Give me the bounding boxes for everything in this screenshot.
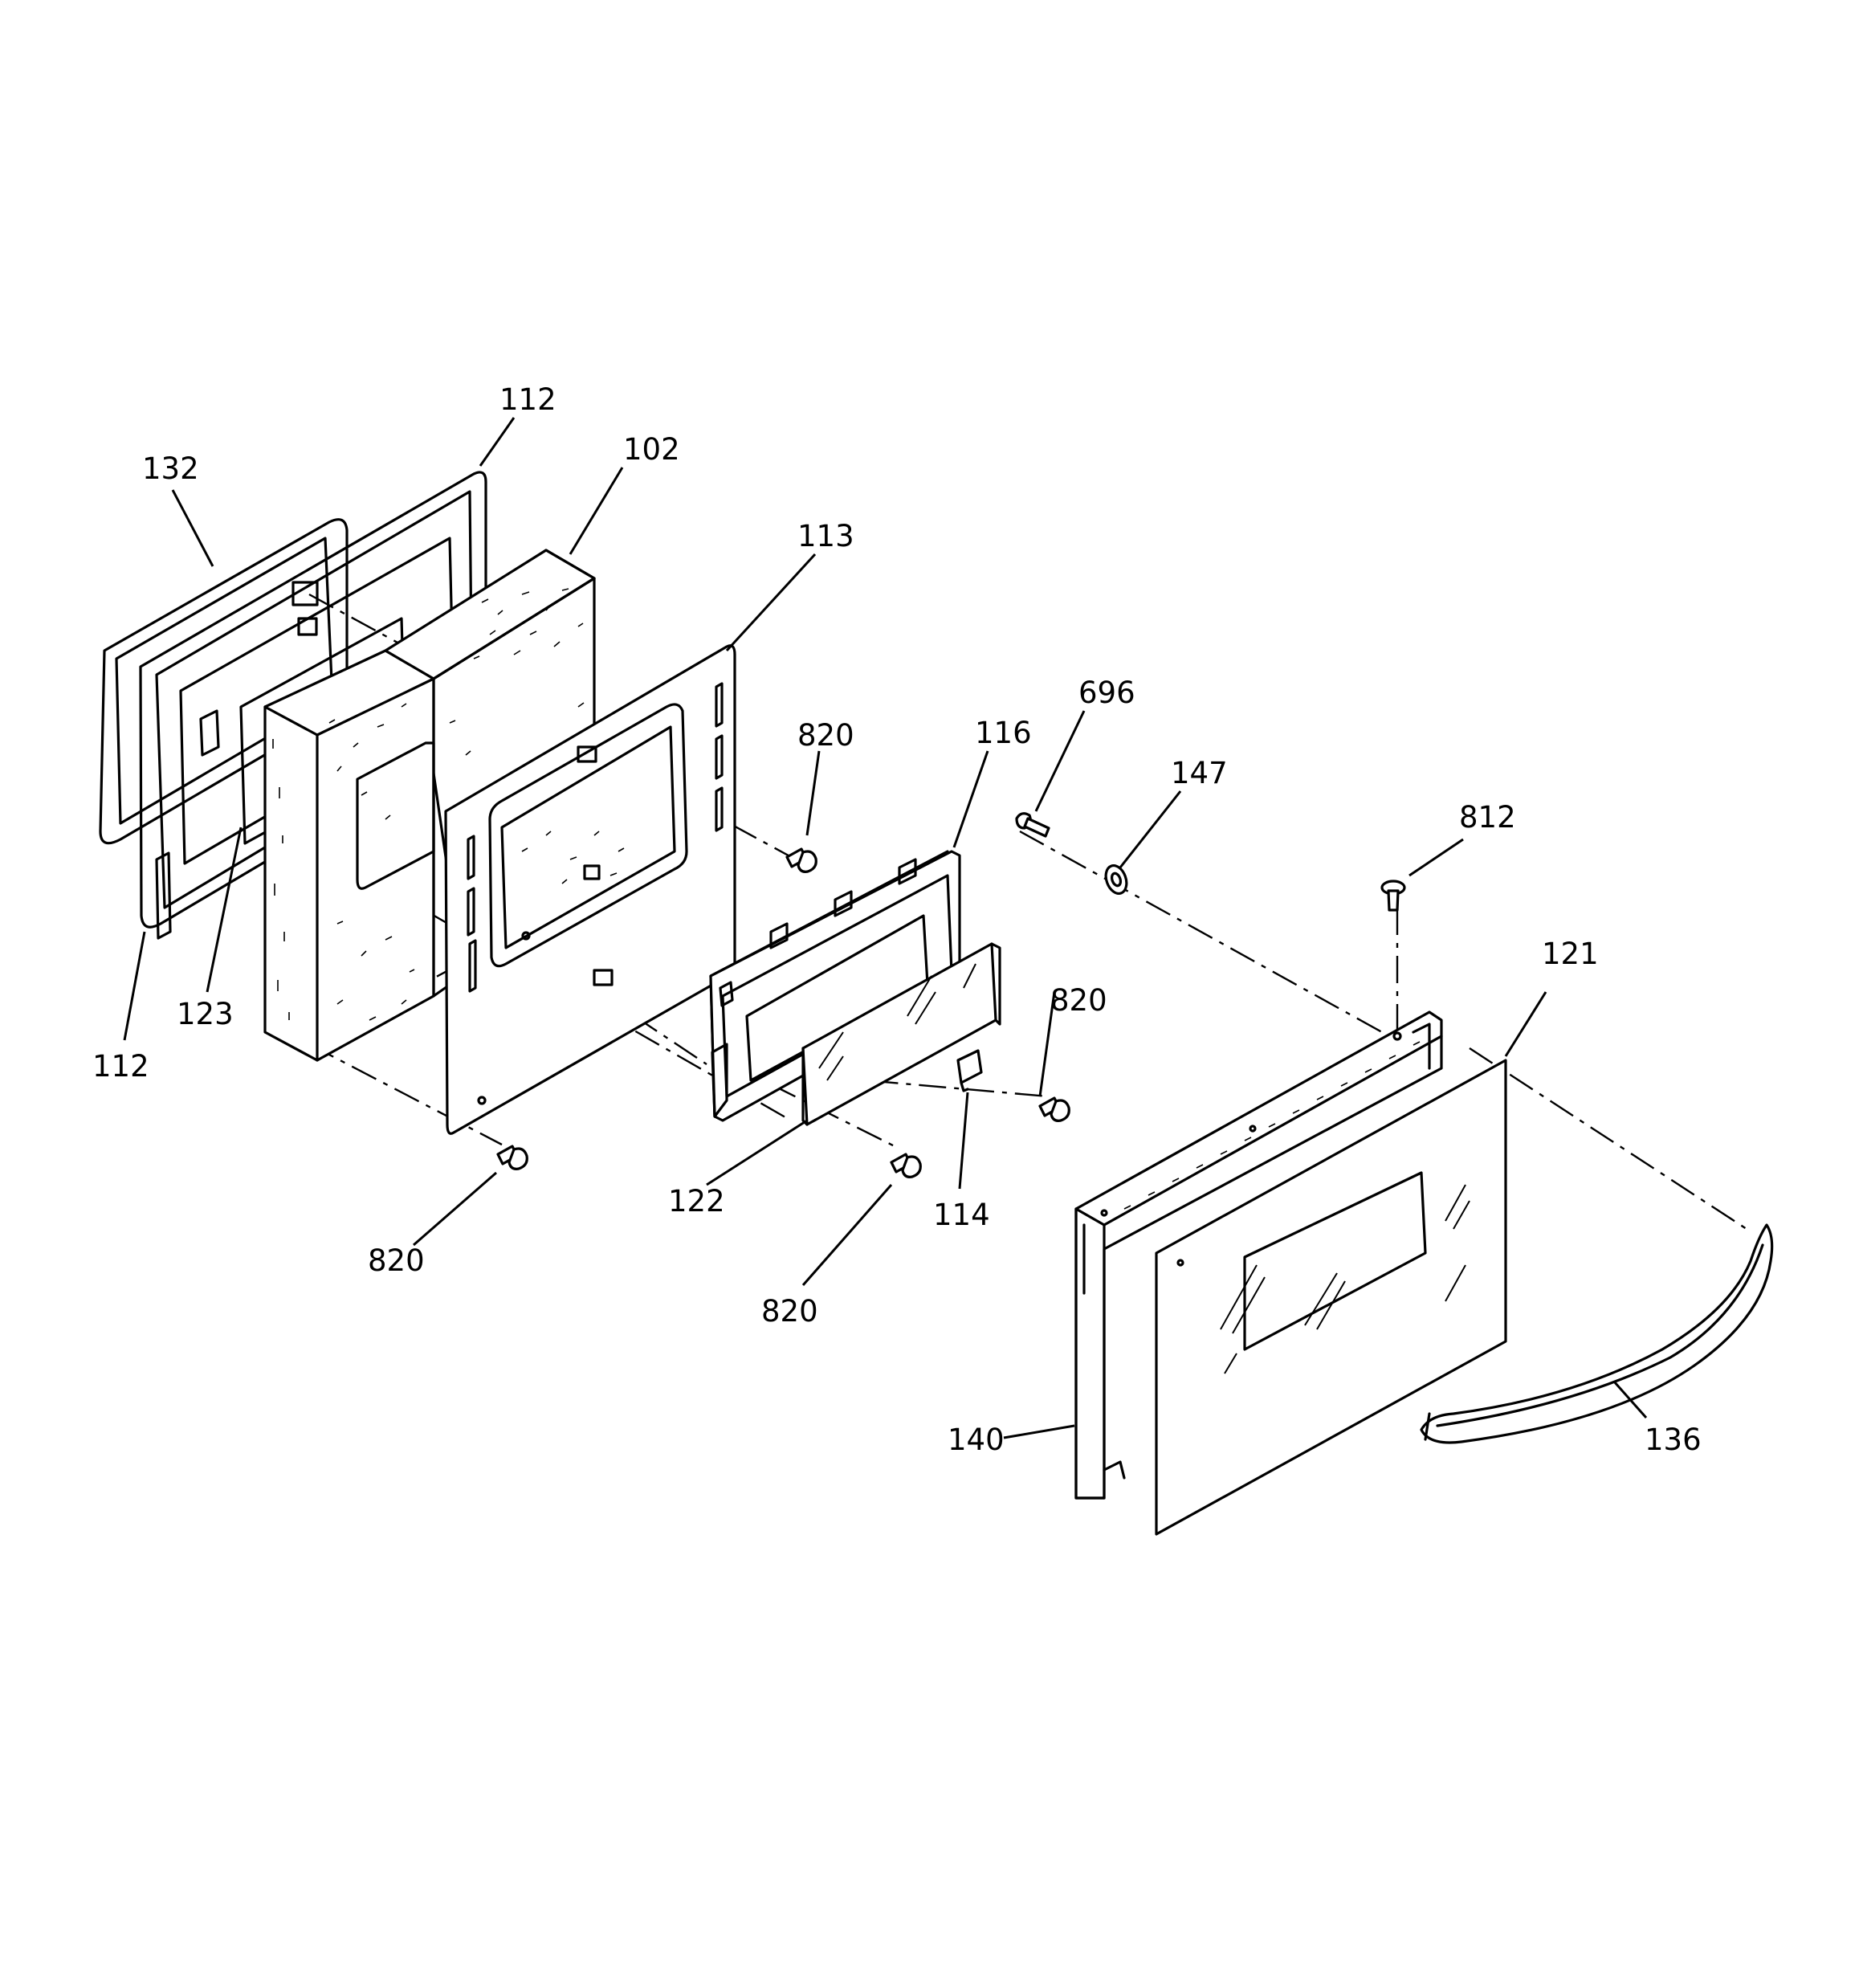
callout-820-d: 820 [761, 1294, 818, 1329]
callout-116: 116 [975, 716, 1032, 750]
callout-102: 102 [623, 432, 680, 467]
callout-labels: 112 132 102 113 820 116 696 147 812 121 … [92, 382, 1702, 1457]
part-121-outer-glass [1155, 1059, 1507, 1536]
callout-121: 121 [1542, 937, 1599, 971]
screws-820 [496, 847, 1070, 1178]
callout-136: 136 [1645, 1423, 1702, 1457]
screw-696 [1015, 812, 1050, 838]
screw-812 [1380, 880, 1406, 912]
callout-132: 132 [142, 451, 199, 486]
spacer-147 [1104, 863, 1128, 896]
callout-812: 812 [1459, 800, 1516, 835]
callout-122: 122 [668, 1184, 725, 1219]
part-140-outer-door-frame [1074, 1010, 1443, 1500]
callout-820-c: 820 [368, 1243, 425, 1278]
leader-lines [123, 417, 1648, 1439]
callout-820-a: 820 [797, 718, 854, 753]
callout-820-b: 820 [1050, 983, 1107, 1018]
callout-696: 696 [1078, 676, 1135, 710]
callout-112-bottom: 112 [92, 1049, 149, 1084]
callout-113: 113 [797, 519, 854, 553]
callout-147: 147 [1171, 756, 1228, 790]
part-136-door-handle [1420, 1223, 1774, 1444]
callout-123: 123 [177, 997, 234, 1031]
callout-114: 114 [933, 1198, 990, 1232]
part-114-glass-clip [956, 1049, 983, 1092]
part-122-door-glass [801, 942, 1001, 1126]
callout-140: 140 [948, 1423, 1005, 1457]
callout-112-top: 112 [499, 382, 556, 417]
